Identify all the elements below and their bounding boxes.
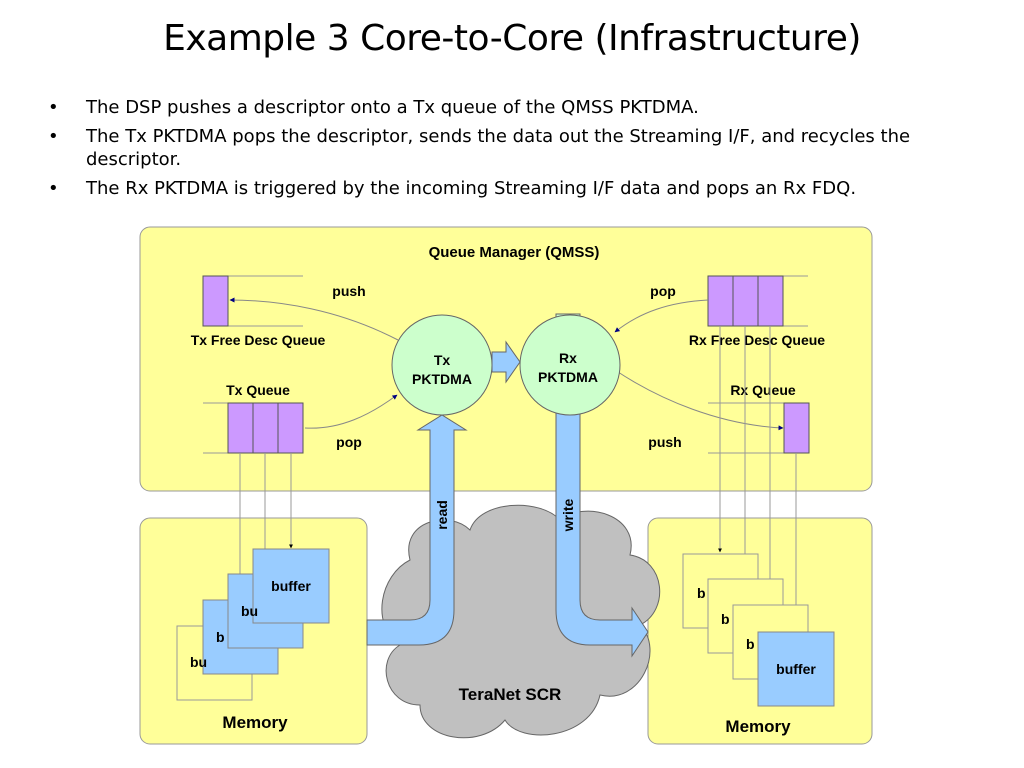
push-label-left: push — [332, 283, 365, 299]
rx-pktdma-label-line1: Rx — [559, 350, 577, 366]
teranet-label: TeraNet SCR — [459, 685, 562, 704]
write-pipe — [555, 409, 649, 658]
memory-label-right: Memory — [725, 717, 791, 736]
slide-title: Example 3 Core-to-Core (Infrastructure) — [163, 18, 861, 59]
push-label-right: push — [648, 434, 681, 450]
left-buffer-4: bu — [190, 654, 207, 670]
flow-tx-to-free-queue — [229, 297, 399, 341]
tx-queue-label: Tx Queue — [226, 382, 290, 398]
right-buffer-stack — [682, 553, 835, 707]
rx-pktdma — [519, 314, 621, 416]
bullet-list: The DSP pushes a descriptor onto a Tx qu… — [48, 96, 988, 206]
streaming-arrow — [491, 340, 521, 384]
memory-label-left: Memory — [222, 713, 288, 732]
right-buffer-4: buffer — [776, 661, 816, 677]
bullet-item: The Tx PKTDMA pops the descriptor, sends… — [48, 125, 988, 171]
flow-txqueue-to-tx-pktdma — [304, 394, 398, 429]
rx-free-desc-queue — [707, 275, 808, 327]
tx-free-desc-queue — [202, 275, 303, 327]
left-buffer-1: buffer — [271, 578, 311, 594]
rx-pktdma-label-line2: PKTDMA — [538, 369, 598, 385]
read-pipe — [366, 414, 468, 646]
write-label: write — [560, 498, 576, 532]
rx-free-desc-queue-label: Rx Free Desc Queue — [689, 332, 825, 348]
pop-label-right: pop — [650, 283, 676, 299]
right-buffer-3: b — [746, 636, 755, 652]
rx-queue-label: Rx Queue — [730, 382, 796, 398]
bullet-item: The DSP pushes a descriptor onto a Tx qu… — [48, 96, 988, 119]
left-buffer-2: bu — [241, 603, 258, 619]
tx-pktdma-label-line2: PKTDMA — [412, 371, 472, 387]
rx-fdq-pointers — [718, 326, 798, 631]
bullet-item: The Rx PKTDMA is triggered by the incomi… — [48, 177, 988, 200]
read-label: read — [434, 500, 450, 530]
right-buffer-2: b — [721, 611, 730, 627]
qmss-label: Queue Manager (QMSS) — [429, 244, 600, 261]
flow-rx-pktdma-to-rxqueue — [614, 369, 784, 431]
tx-free-desc-queue-label: Tx Free Desc Queue — [191, 332, 326, 348]
tx-pktdma-label-line1: Tx — [434, 352, 451, 368]
tx-queue — [203, 402, 304, 454]
left-buffer-stack — [176, 548, 330, 701]
rx-queue — [708, 402, 810, 454]
flow-rxfdq-to-rx-pktdma — [614, 299, 709, 333]
right-buffer-1: b — [697, 585, 706, 601]
left-buffer-3: b — [216, 629, 225, 645]
pop-label-left: pop — [336, 434, 362, 450]
tx-pktdma — [391, 314, 493, 416]
